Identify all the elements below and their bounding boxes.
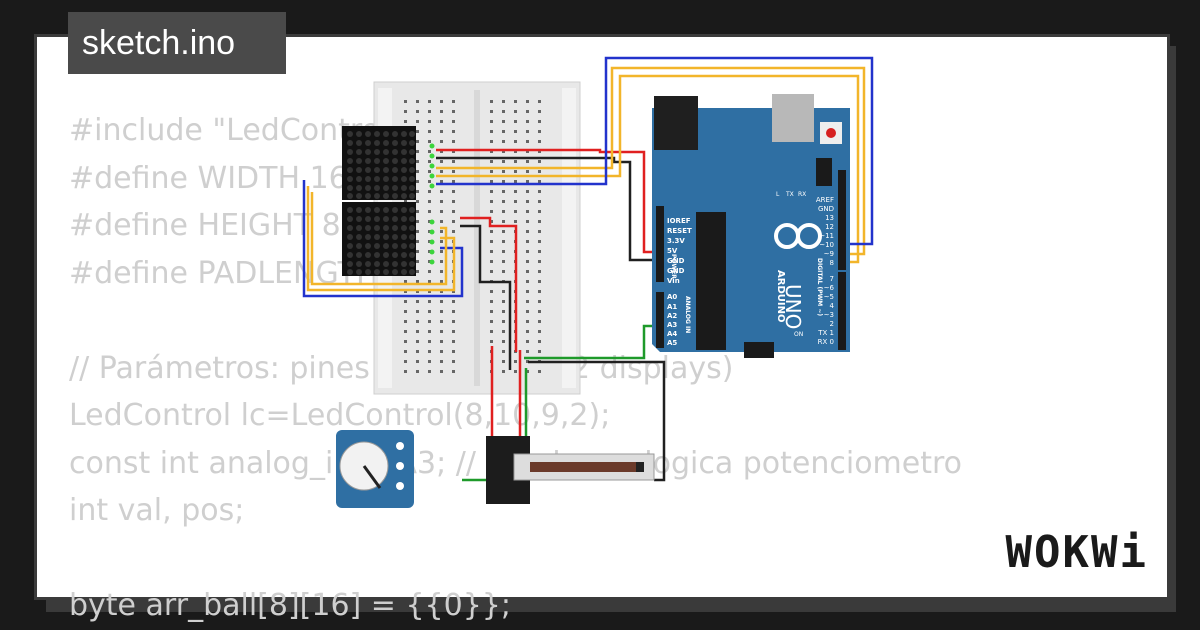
pin-label: Vin bbox=[667, 277, 680, 285]
code-line: #define WIDTH 16 bbox=[69, 160, 348, 196]
led-label: RX bbox=[798, 191, 806, 198]
pin-label: ~11 bbox=[819, 232, 834, 240]
arduino-logo-icon bbox=[774, 223, 822, 249]
pin-label: GND bbox=[667, 257, 685, 265]
pin-label: 8 bbox=[830, 259, 834, 267]
led-matrix-display[interactable] bbox=[342, 126, 435, 276]
pin-label: AREF bbox=[816, 196, 834, 204]
pin-label: ~10 bbox=[819, 241, 834, 249]
arduino-model-label: UNO bbox=[781, 284, 805, 329]
led-label: ON bbox=[794, 331, 803, 338]
code-line: #define HEIGHT 8 bbox=[69, 208, 341, 243]
code-line: int val, pos; bbox=[69, 493, 245, 528]
led-label: TX bbox=[785, 191, 794, 198]
code-line: LedControl lc=LedControl(8,10,9,2); bbox=[69, 398, 611, 433]
pin-label: ~3 bbox=[824, 311, 834, 319]
arduino-uno-board[interactable]: ARDUINO UNO POWER ANALOG IN DIGITAL (PWM… bbox=[652, 94, 850, 358]
pin-label: 5V bbox=[667, 247, 678, 255]
pin-label: GND bbox=[667, 267, 685, 275]
pin-label: TX 1 bbox=[817, 329, 834, 337]
pin-label: A5 bbox=[667, 339, 677, 347]
pin-label: A0 bbox=[667, 293, 677, 301]
analog-header-label: ANALOG IN bbox=[684, 296, 691, 333]
pin-label: GND bbox=[818, 205, 834, 213]
pin-label: A2 bbox=[667, 312, 677, 320]
pin-label: 7 bbox=[830, 275, 834, 283]
pin-label: 2 bbox=[830, 320, 834, 328]
pin-label: RESET bbox=[667, 227, 692, 235]
power-header-label: POWER bbox=[670, 254, 677, 279]
pin-label: A4 bbox=[667, 330, 677, 338]
led-label: L bbox=[776, 191, 780, 198]
code-line: byte arr_ball[8][16] = {{0}}; bbox=[69, 588, 512, 623]
pin-label: IOREF bbox=[667, 217, 691, 225]
pin-label: A1 bbox=[667, 303, 677, 311]
pin-label: A3 bbox=[667, 321, 677, 329]
pin-label: 3.3V bbox=[667, 237, 685, 245]
pin-label: 13 bbox=[825, 214, 834, 222]
rotary-potentiometer[interactable] bbox=[336, 430, 414, 508]
wires bbox=[302, 56, 874, 482]
wokwi-logo: WOKWi bbox=[1005, 527, 1148, 578]
file-tab[interactable]: sketch.ino bbox=[68, 12, 286, 74]
pin-label: 12 bbox=[825, 223, 834, 231]
pin-label: RX 0 bbox=[818, 338, 834, 346]
pin-label: 4 bbox=[830, 302, 835, 310]
pin-label: ~5 bbox=[824, 293, 834, 301]
pin-label: ~6 bbox=[824, 284, 835, 292]
digital-header-label: DIGITAL (PWM ~) bbox=[816, 258, 823, 316]
slide-potentiometer[interactable] bbox=[486, 436, 655, 504]
pin-label: ~9 bbox=[824, 250, 834, 258]
arduino-brand-label: ARDUINO bbox=[775, 270, 786, 322]
